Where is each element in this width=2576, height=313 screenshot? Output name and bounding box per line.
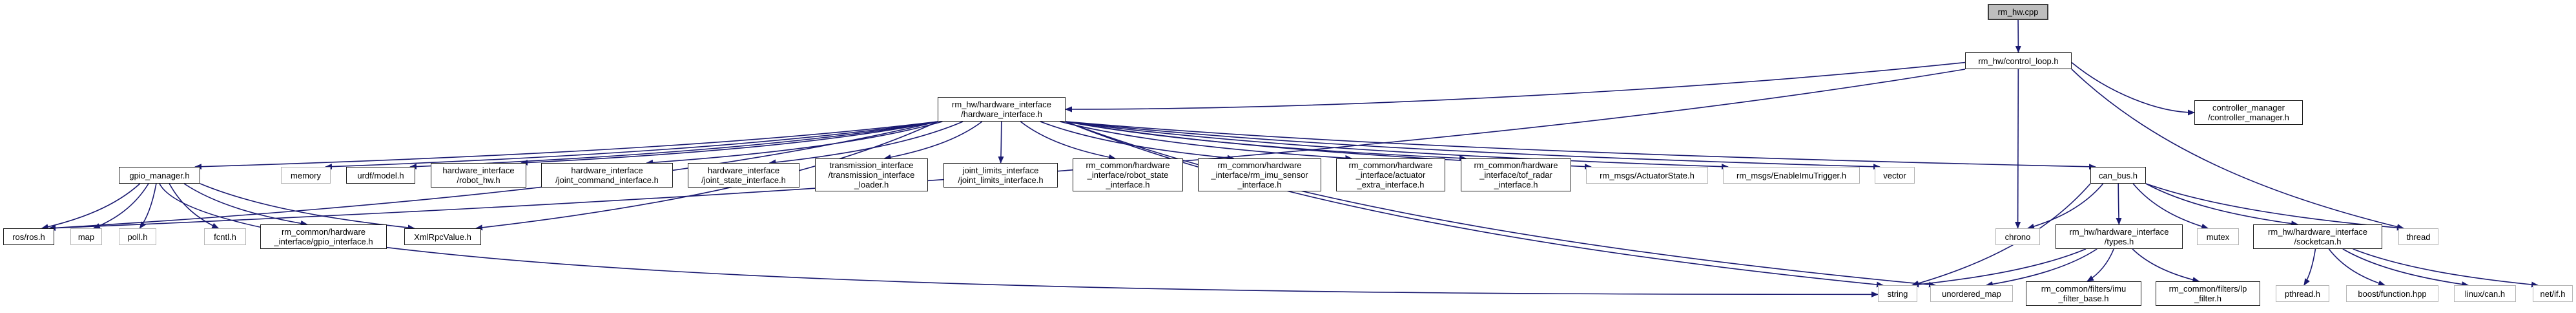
node-can_bus[interactable]: can_bus.h [2090,167,2146,184]
edge-can_bus-socketcan [2145,183,2299,227]
edge-hardware_interface-joint_state [768,121,963,166]
edge-types-lp_filter [2132,248,2200,283]
edge-hardware_interface-gpio_manager [194,121,938,170]
edge-can_bus-string [1911,183,2091,286]
edge-can_bus-types [2116,183,2122,225]
node-mutex: mutex [2197,228,2239,245]
node-joint_state[interactable]: hardware_interface /joint_state_interfac… [688,163,799,188]
node-thread: thread [2398,228,2438,245]
edge-hardware_interface-actuator_extra [1060,121,1353,161]
edge-hardware_interface-memory [325,121,938,170]
node-poll_h: poll.h [119,228,156,245]
edge-control_loop-hardware_interface [1065,61,1966,113]
edge-types-imu_filter_base [2087,248,2114,282]
edge-hardware_interface-unordered_map [1065,121,1936,288]
edge-hardware_interface-vector [1065,121,1880,170]
node-lp_filter[interactable]: rm_common/filters/lp _filter.h [2156,281,2260,306]
node-pthread: pthread.h [2276,285,2329,302]
edge-hardware_interface-tof_radar [1065,121,1467,162]
edge-gpio_manager-gpio_interface [183,183,308,226]
node-memory: memory [281,167,331,184]
edge-hardware_interface-joint_command [646,121,943,166]
edge-socketcan-linux_can [2342,248,2469,288]
node-robot_hw[interactable]: hardware_interface /robot_hw.h [431,163,526,188]
node-joint_limits[interactable]: joint_limits_interface /joint_limits_int… [943,163,1058,188]
node-robot_state[interactable]: rm_common/hardware _interface/robot_stat… [1073,158,1183,191]
node-vector: vector [1875,167,1915,184]
node-actuator_state: rm_msgs/ActuatorState.h [1586,167,1708,184]
node-ros_ros[interactable]: ros/ros.h [3,228,54,245]
edge-control_loop-thread [2071,69,2404,230]
edge-can_bus-mutex [2132,183,2209,230]
edge-hardware_interface-enable_imu_trigger [1065,121,1729,170]
node-fcntl_h: fcntl.h [204,228,246,245]
edge-socketcan-net_if [2353,248,2539,288]
edge-gpio_manager-fcntl_h [169,183,220,229]
node-transmission[interactable]: transmission_interface /transmission_int… [815,158,928,191]
node-linux_can: linux/can.h [2454,285,2516,302]
edge-hardware_interface-string [1065,121,1884,288]
node-types[interactable]: rm_hw/hardware_interface /types.h [2056,224,2183,249]
node-controller_manager[interactable]: controller_manager /controller_manager.h [2194,100,2303,125]
node-map: map [70,228,102,245]
edge-control_loop-ros_ros [48,69,1966,232]
node-hardware_interface[interactable]: rm_hw/hardware_interface /hardware_inter… [938,97,1066,122]
node-rm_hw_cpp: rm_hw.cpp [1988,4,2048,20]
edge-socketcan-boost_function [2328,248,2385,286]
node-chrono: chrono [1995,228,2040,245]
edge-hardware_interface-joint_limits [998,121,1004,164]
edge-control_loop-controller_manager [2071,61,2195,116]
node-imu_filter_base[interactable]: rm_common/filters/imu _filter_base.h [2026,281,2141,306]
node-joint_command[interactable]: hardware_interface /joint_command_interf… [541,163,673,188]
node-enable_imu_trigger: rm_msgs/EnableImuTrigger.h [1723,167,1860,184]
node-string: string [1878,285,1917,302]
edge-hardware_interface-robot_state [1020,121,1116,160]
edge-gpio_manager-ros_ros [41,183,141,230]
node-net_if: net/if.h [2533,285,2573,302]
edge-control_loop-chrono [2015,69,2021,229]
node-socketcan[interactable]: rm_hw/hardware_interface /socketcan.h [2253,224,2382,249]
node-gpio_manager[interactable]: gpio_manager.h [119,167,200,184]
edge-types-string [1911,248,2087,288]
edge-gpio_manager-poll_h [139,183,157,229]
edge-hardware_interface-can_bus [1065,121,2096,170]
node-xmlrpc[interactable]: XmlRpcValue.h [404,228,481,245]
node-actuator_extra[interactable]: rm_common/hardware _interface/actuator _… [1336,158,1445,191]
edge-hardware_interface-transmission [883,121,983,160]
node-gpio_interface[interactable]: rm_common/hardware _interface/gpio_inter… [260,224,387,249]
edge-types-unordered_map [1985,248,2097,287]
edge-hardware_interface-urdf_model [409,121,938,170]
edge-can_bus-chrono [2027,183,2104,230]
node-tof_radar[interactable]: rm_common/hardware _interface/tof_radar … [1461,158,1571,191]
node-rm_imu_sensor[interactable]: rm_common/hardware _interface/rm_imu_sen… [1198,158,1321,191]
node-boost_function: boost/function.hpp [2346,285,2438,302]
edge-can_bus-thread [2145,183,2404,231]
node-urdf_model[interactable]: urdf/model.h [346,167,415,184]
node-control_loop[interactable]: rm_hw/control_loop.h [1965,52,2072,69]
edge-gpio_manager-map [92,183,149,229]
edge-hardware_interface-robot_hw [520,121,938,166]
edge-socketcan-pthread [2303,248,2316,286]
node-unordered_map: unordered_map [1930,285,2013,302]
